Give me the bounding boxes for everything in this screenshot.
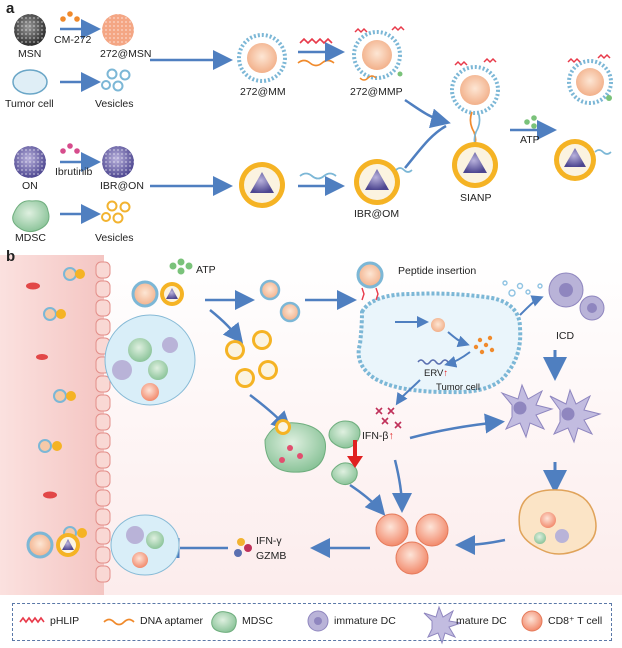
label-atp-b: ATP: [196, 264, 216, 276]
label-tumor-cell-b: Tumor cell: [436, 382, 480, 393]
legend-phlip: pHLIP: [50, 615, 80, 627]
label-gzmb: GZMB: [256, 550, 287, 562]
ibrutinib-molecules: [60, 143, 80, 154]
label-272msn: 272@MSN: [100, 48, 152, 60]
om-particle: [239, 162, 285, 208]
label-mdsc-a: MDSC: [15, 232, 46, 244]
label-atp-a: ATP: [520, 134, 540, 146]
label-ifn-gamma: IFN-γ: [256, 535, 282, 547]
label-ibr-om: IBR@OM: [354, 208, 400, 220]
released-om-b: [225, 330, 278, 388]
sianp-vessel-b: [131, 280, 184, 308]
panel-letter-a: a: [6, 0, 15, 17]
tumor-vesicles: [101, 68, 131, 92]
label-msn: MSN: [18, 48, 42, 60]
mdsc-vesicles: [101, 200, 131, 224]
circulating-sianps: [38, 267, 87, 540]
mm272-particle: [237, 33, 287, 83]
legend-mature-dc: mature DC: [456, 615, 507, 627]
legend-glyphs: [19, 605, 543, 645]
atp-molecules-b: [169, 258, 193, 275]
sianp-peptide-insertion: [356, 261, 384, 301]
mdsc-uptake: [264, 419, 361, 486]
mature-dc-cluster: [500, 383, 602, 444]
label-ifn-beta: IFN-β↑: [362, 430, 394, 442]
cd8-t-cells: [375, 513, 449, 575]
label-on: ON: [22, 180, 38, 192]
label-sianp: SIANP: [460, 192, 492, 204]
sianp-bottom-left: [26, 531, 80, 559]
legend-box: [12, 603, 612, 641]
mmp272-particle: [352, 25, 405, 81]
label-vesicles-1: Vesicles: [95, 98, 134, 110]
mdsc-decrease-arrow: [347, 440, 363, 468]
released-mmp: [567, 53, 613, 105]
lymph-node: [518, 489, 597, 555]
tumor-cell-b: [356, 291, 523, 395]
ibr-om-particle: [354, 159, 413, 205]
released-om: [554, 139, 612, 181]
tumor-cluster-2: [110, 514, 180, 576]
label-ibr-on: IBR@ON: [100, 180, 144, 192]
endothelial-cells: [95, 261, 111, 583]
label-ibrutinib: Ibrutinib: [55, 166, 93, 178]
mdsc-cell-icon: [12, 200, 50, 233]
label-vesicles-2: Vesicles: [95, 232, 134, 244]
released-mmp-b: [259, 279, 301, 323]
legend-cd8: CD8⁺ T cell: [548, 615, 603, 627]
panel-letter-b: b: [6, 248, 16, 265]
tumor-cluster-1: [104, 314, 196, 406]
label-erv: ERV↑: [424, 368, 449, 379]
cm272-molecules: [60, 11, 80, 22]
cm272-release: [473, 335, 495, 355]
ifn-beta-molecules: [375, 407, 402, 429]
label-272mm: 272@MM: [240, 86, 286, 98]
legend-aptamer: DNA aptamer: [140, 615, 204, 627]
atp-molecules-a: [524, 115, 537, 129]
label-272mmp: 272@MMP: [350, 86, 403, 98]
red-blood-cells: [26, 282, 57, 499]
legend-mdsc: MDSC: [242, 615, 273, 627]
label-peptide-insertion: Peptide insertion: [398, 265, 477, 277]
erv-dna: [417, 359, 449, 365]
sianp-particle: [450, 57, 500, 188]
legend-immature-dc: immature DC: [334, 615, 396, 627]
label-icd: ICD: [556, 330, 575, 342]
immature-dc-icd: [548, 272, 605, 321]
tumor-cell-icon: [12, 69, 48, 95]
label-cm272: CM-272: [54, 34, 92, 46]
label-tumor-cell-a: Tumor cell: [5, 98, 54, 110]
